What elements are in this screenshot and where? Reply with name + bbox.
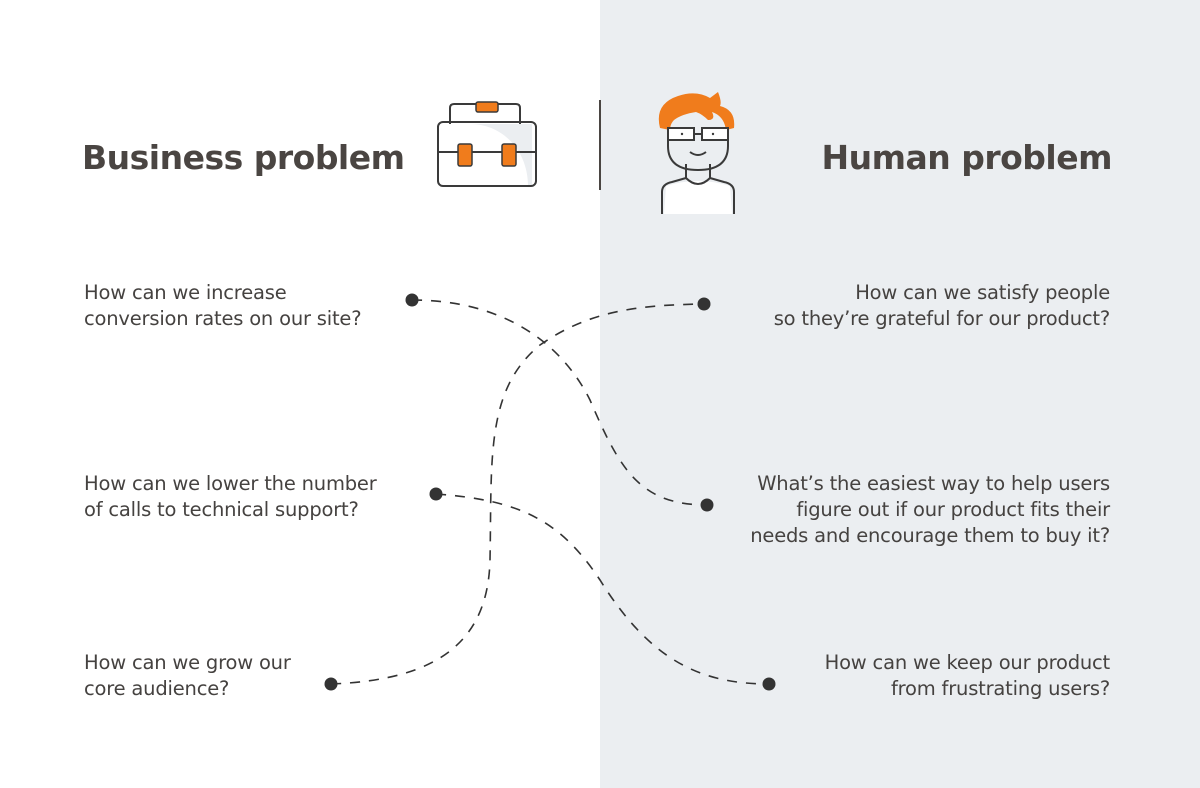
- header-divider: [599, 100, 601, 190]
- human-question-2: What’s the easiest way to help users fig…: [750, 471, 1110, 549]
- question-line: How can we grow our: [84, 651, 291, 674]
- connector-dot: [429, 487, 443, 501]
- human-panel-background: [600, 0, 1200, 788]
- question-line: How can we lower the number: [84, 472, 377, 495]
- connector-dot: [700, 498, 714, 512]
- connector-dot: [697, 297, 711, 311]
- human-question-3: How can we keep our product from frustra…: [824, 650, 1111, 702]
- question-line: of calls to technical support?: [84, 498, 359, 521]
- connector-dot: [324, 677, 338, 691]
- question-line: so they’re grateful for our product?: [773, 307, 1111, 330]
- question-line: from frustrating users?: [890, 677, 1110, 700]
- question-line: figure out if our product fits their: [796, 498, 1110, 521]
- business-question-1: How can we increase conversion rates on …: [84, 280, 362, 332]
- business-question-3: How can we grow our core audience?: [84, 650, 291, 702]
- briefcase-icon: [437, 101, 537, 187]
- business-problem-title: Business problem: [82, 138, 405, 177]
- question-line: How can we keep our product: [824, 651, 1111, 674]
- connector-audience-to-satisfy: [330, 303, 705, 685]
- question-line: needs and encourage them to buy it?: [750, 524, 1110, 547]
- person-with-glasses-icon: [658, 92, 735, 214]
- human-question-1: How can we satisfy people so they’re gra…: [773, 280, 1111, 332]
- connector-dot: [405, 293, 419, 307]
- business-question-2: How can we lower the number of calls to …: [84, 471, 377, 523]
- question-line: conversion rates on our site?: [84, 307, 362, 330]
- question-line: What’s the easiest way to help users: [757, 472, 1110, 495]
- connector-dot: [762, 677, 776, 691]
- connector-support-to-frustrating: [435, 493, 770, 685]
- question-line: core audience?: [84, 677, 230, 700]
- connector-conversion-to-easiest-way: [411, 299, 708, 506]
- question-line: How can we satisfy people: [855, 281, 1110, 304]
- question-line: How can we increase: [84, 281, 287, 304]
- human-problem-title: Human problem: [821, 138, 1112, 177]
